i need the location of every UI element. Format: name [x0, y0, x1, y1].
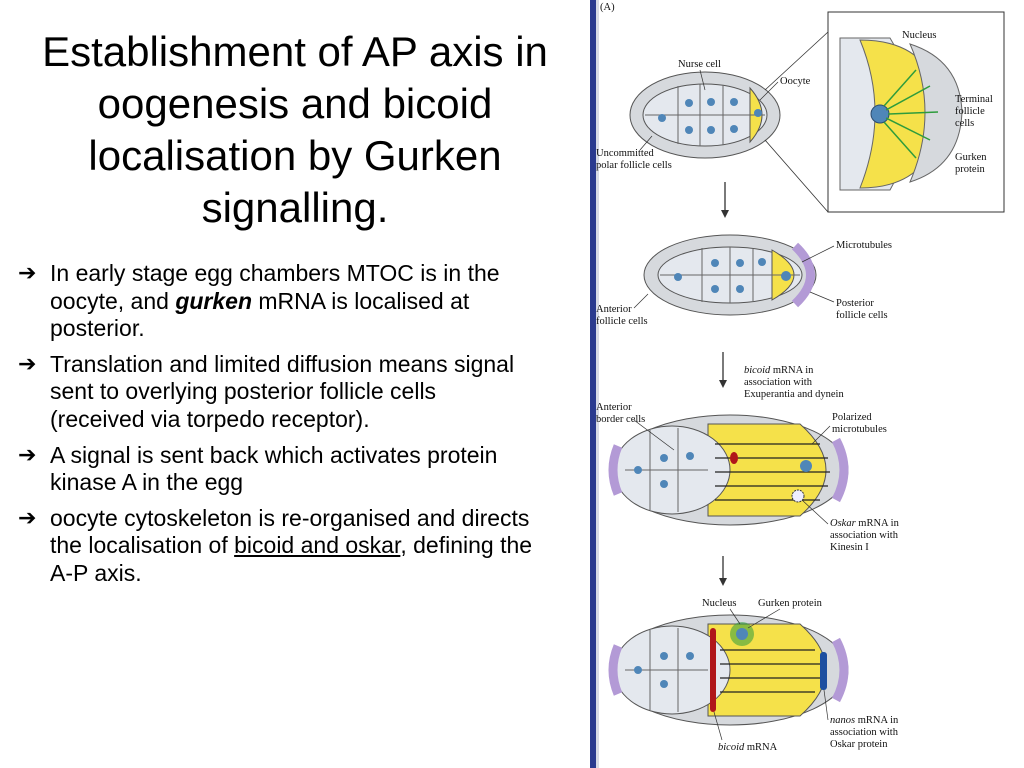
egg-chamber-stage-2: [643, 234, 817, 316]
bullet-item: ➔ oocyte cytoskeleton is re-organised an…: [14, 505, 534, 588]
label-posterior: follicle cells: [836, 310, 888, 321]
bullet-text: In early stage egg chambers MTOC is in t…: [50, 260, 500, 314]
bullet-text: , defining the A-P axis.: [50, 532, 533, 586]
label-bicoid-association: association with: [744, 377, 813, 388]
label-polarized: microtubules: [832, 424, 887, 435]
egg-chamber-stage-4: [608, 614, 849, 726]
right-arrow-icon: ➔: [18, 260, 37, 285]
label-oskar-association: Oskar mRNA in: [830, 518, 900, 529]
egg-chamber-stage-3: [608, 414, 849, 526]
underlined-genes: bicoid and oskar: [234, 532, 401, 559]
label-nucleus-inset: Nucleus: [902, 30, 936, 41]
bullet-text: A signal is sent back which activates pr…: [50, 441, 498, 496]
label-anterior: Anterior: [596, 304, 632, 315]
label-anterior: follicle cells: [596, 316, 648, 327]
label-gurken: Gurken: [955, 152, 987, 163]
right-arrow-icon: ➔: [18, 441, 37, 467]
bullet-list: ➔ In early stage egg chambers MTOC is in…: [14, 260, 534, 596]
bullet-item: ➔ A signal is sent back which activates …: [14, 442, 534, 497]
figure-border: [590, 0, 596, 768]
label-microtubules: Microtubules: [836, 240, 892, 251]
label-terminal: Terminal: [955, 94, 993, 105]
oogenesis-figure: (A) Nurse cell Oocyte Uncommitted polar …: [590, 0, 1005, 768]
bullet-item: ➔ In early stage egg chambers MTOC is in…: [14, 260, 534, 343]
label-bicoid-bottom: bicoid mRNA: [718, 742, 778, 753]
label-gurken: protein: [955, 164, 985, 175]
label-bicoid-association: bicoid mRNA in: [744, 365, 814, 376]
right-arrow-icon: ➔: [18, 350, 37, 376]
label-oskar-association: Kinesin I: [830, 542, 869, 553]
panel-label: (A): [600, 2, 615, 13]
label-oocyte: Oocyte: [780, 76, 811, 87]
bullet-text: oocyte cytoskeleton is re-organised and …: [50, 504, 530, 559]
figure-border: [596, 0, 599, 768]
label-oskar-association: association with: [830, 530, 899, 541]
inset-zoom: [764, 11, 1005, 213]
bullet-item: ➔ Translation and limited diffusion mean…: [14, 351, 534, 434]
slide-title: Establishment of AP axis in oogenesis an…: [42, 28, 548, 232]
bullet-text: Translation and limited diffusion means …: [50, 350, 515, 432]
label-nanos-association: Oskar protein: [830, 739, 888, 750]
right-arrow-icon: ➔: [18, 504, 37, 530]
label-terminal: cells: [955, 118, 974, 129]
label-nanos-association: association with: [830, 727, 899, 738]
label-border-cells: border cells: [596, 414, 645, 425]
label-posterior: Posterior: [836, 298, 874, 309]
bullet-text: mRNA is localised at posterior.: [50, 287, 470, 342]
label-gurken-stage4: Gurken protein: [758, 598, 823, 609]
label-border-cells: Anterior: [596, 402, 632, 413]
label-polarized: Polarized: [832, 412, 872, 423]
egg-chamber-stage-1: [629, 71, 781, 159]
label-uncommitted: Uncommitted: [596, 148, 654, 159]
label-bicoid-association: Exuperantia and dynein: [744, 389, 844, 400]
label-nurse-cell: Nurse cell: [678, 59, 721, 70]
label-uncommitted: polar follicle cells: [596, 160, 672, 171]
gene-name: gurken: [175, 287, 252, 314]
label-nanos-association: nanos mRNA in: [830, 715, 899, 726]
label-nucleus-stage4: Nucleus: [702, 598, 736, 609]
label-terminal: follicle: [955, 106, 985, 117]
